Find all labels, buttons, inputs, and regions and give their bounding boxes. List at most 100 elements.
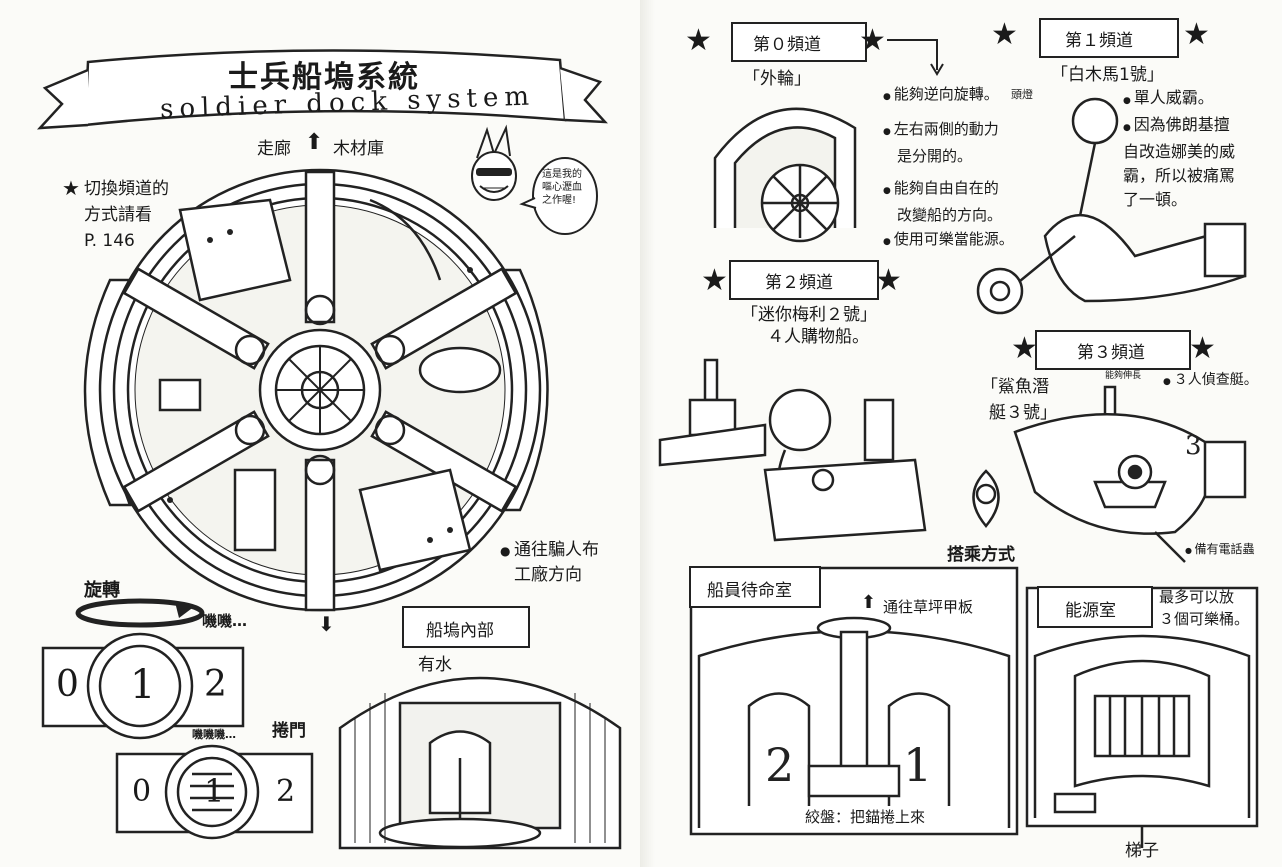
energy-note-line: ３個可樂桶。 <box>1159 610 1250 628</box>
channel-number: 0 <box>132 774 152 809</box>
right-page: ★ 第０頻道 ★ 「外輪」 ● 能夠逆向旋轉。 ● 左右兩側的動力 是分開的。 … <box>655 0 1282 867</box>
water-label: 有水 <box>418 655 452 675</box>
ch1-note-line: 了一頓。 <box>1123 188 1235 212</box>
crew-room-illustration: 2 1 <box>689 566 1019 836</box>
ch0-note: 左右兩側的動力 <box>893 120 999 138</box>
channel-drum-lower <box>115 744 314 840</box>
ch3-note-text: ３人偵查艇。 <box>1173 372 1258 388</box>
paddle-wheel-illustration <box>713 107 857 243</box>
white-horse-bike-illustration <box>976 97 1247 315</box>
ch1-note-line: 自改造娜美的威 <box>1123 140 1235 164</box>
ch0-note: 是分開的。 <box>897 147 973 165</box>
energy-room-title: 能源室 <box>1065 601 1116 621</box>
sfx-text: 嘰嘰… <box>202 612 248 630</box>
up-arrow-icon: ⬆ <box>305 130 324 155</box>
ch2-name: 「迷你梅利２號」 <box>741 305 877 325</box>
ch3-name: 「鯊魚潛 <box>981 377 1049 397</box>
speech-line: 嘔心瀝血 <box>542 182 582 193</box>
ch0-note-line: 改變船的方向。 <box>883 203 1014 227</box>
star-icon: ★ <box>991 17 1018 52</box>
down-arrow-icon: ⬇ <box>318 612 335 636</box>
bullet-icon: ● <box>1185 546 1195 555</box>
page-title: 士兵船塢系統 <box>228 60 420 95</box>
side-note-line: P. 146 <box>84 231 135 251</box>
ch0-note-line: ● 使用可樂當能源。 <box>883 227 1014 254</box>
bullet-icon: ● <box>883 186 894 196</box>
ch1-note: 自改造娜美的威 <box>1123 142 1236 161</box>
ch0-name: 「外輪」 <box>743 69 811 89</box>
svg-text:3: 3 <box>1185 431 1202 461</box>
title-banner <box>36 49 608 130</box>
crew-room-winch-label: 絞盤：把錨捲上來 <box>805 806 926 827</box>
ladder-label: 梯子 <box>1125 841 1159 861</box>
ch0-note-line: ● 能夠逆向旋轉。 <box>883 82 1014 109</box>
ch1-title-box: 第１頻道 <box>1039 18 1179 58</box>
bullet-icon: ● <box>883 92 894 102</box>
crew-room-title: 船員待命室 <box>707 581 792 601</box>
speech-line: 這是我的 <box>542 169 582 180</box>
bullet-icon: ● <box>500 544 511 558</box>
channel-number: 1 <box>204 772 225 810</box>
bullet-icon: ● <box>883 237 894 247</box>
bullet-icon: ● <box>1163 377 1174 387</box>
svg-text:2: 2 <box>765 738 794 792</box>
ch3-note: ● ３人偵查艇。 <box>1163 370 1258 393</box>
ch3-phone-note-text: 備有電話蟲 <box>1194 542 1255 556</box>
ch2-title: 第２頻道 <box>765 273 833 293</box>
ch0-note: 使用可樂當能源。 <box>893 230 1014 248</box>
bullet-icon: ● <box>1123 96 1134 106</box>
ch3-phone-note: ● 備有電話蟲 <box>1185 540 1255 557</box>
book-gutter <box>640 0 655 867</box>
energy-room-title-box: 能源室 <box>1037 586 1153 628</box>
dock-wheel-illustration <box>83 168 549 612</box>
rotate-label: 旋轉 <box>84 580 120 601</box>
ch0-note: 改變船的方向。 <box>897 206 1003 224</box>
ch3-name: 艇３號」 <box>989 403 1057 423</box>
star-icon: ★ <box>859 23 886 58</box>
side-note-line: 方式請看 <box>84 205 152 225</box>
mini-merry-illustration <box>658 358 927 542</box>
ch0-title: 第０頻道 <box>753 35 821 55</box>
dock-inside-title: 船塢內部 <box>426 621 494 641</box>
crew-room-title-box: 船員待命室 <box>689 566 821 608</box>
ch1-note: 單人威霸。 <box>1133 88 1214 107</box>
corridor-label: 走廊 <box>257 139 291 159</box>
shark-submarine-illustration: 3 <box>1013 385 1247 563</box>
side-note: 切換頻道的 方式請看 P. 146 <box>84 176 169 254</box>
channel-number: 1 <box>130 662 156 708</box>
exit-note-line: 工廠方向 <box>514 565 582 585</box>
left-page: 士兵船塢系統 soldier dock system 走廊 ⬆ 木材庫 ★ 切換… <box>0 0 640 867</box>
channel-number: 0 <box>56 664 79 705</box>
ch0-note-line: ● 左右兩側的動力 <box>883 117 1014 144</box>
speech-line: 之作喔! <box>542 195 577 206</box>
boarding-figure-illustration <box>972 469 1000 528</box>
ch3-title-box: 第３頻道 <box>1035 330 1191 370</box>
star-icon: ★ <box>875 263 902 298</box>
ch1-note-line: ● 單人威霸。 <box>1123 86 1235 113</box>
ch1-note: 因為佛朗基擅 <box>1133 115 1230 134</box>
side-note-line: 切換頻道的 <box>84 179 169 199</box>
energy-note-line: 最多可以放 <box>1159 588 1235 606</box>
speech-bubble <box>519 157 598 235</box>
speech-bubble-text: 這是我的 嘔心瀝血 之作喔! <box>542 168 592 207</box>
bullet-icon: ● <box>883 127 894 137</box>
svg-text:1: 1 <box>903 738 932 792</box>
boarding-label: 搭乘方式 <box>947 545 1015 565</box>
ch3-title: 第３頻道 <box>1077 343 1145 363</box>
dock-inside-title-box: 船塢內部 <box>402 606 530 648</box>
exit-note-line: 通往騙人布 <box>514 540 599 560</box>
door-label: 捲門 <box>272 721 306 741</box>
star-icon: ★ <box>62 176 80 200</box>
ch2-note: ４人購物船。 <box>767 327 869 347</box>
ch3-periscope-label: 能夠伸長 <box>1105 371 1142 381</box>
exit-note: 通往騙人布 工廠方向 <box>514 538 599 588</box>
up-arrow-icon: ⬆ <box>861 592 877 613</box>
ch0-note: 能夠逆向旋轉。 <box>893 85 999 103</box>
crew-room-arrow-label: 通往草坪甲板 <box>883 598 974 616</box>
sfx-text: 嘰嘰嘰… <box>192 728 236 741</box>
ch0-pointer-arrow <box>887 39 944 76</box>
star-icon: ★ <box>1183 17 1210 52</box>
character-face <box>471 124 517 201</box>
rotation-arrow-icon <box>75 598 205 628</box>
channel-drum-upper <box>41 632 245 740</box>
